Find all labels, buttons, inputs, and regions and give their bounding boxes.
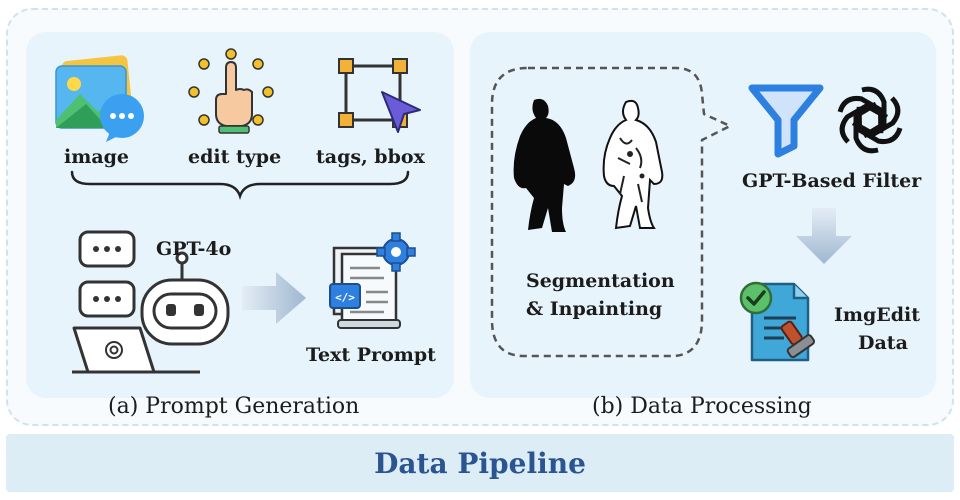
footer-title: Data Pipeline [374,446,586,480]
model-label: GPT-4o [156,238,232,260]
gpt-robot-icon [72,230,230,374]
input-label-image: image [64,146,130,168]
footer-banner: Data Pipeline [6,434,954,492]
inpainting-image [602,99,664,230]
image-icon [55,55,144,142]
segmentation-label-line2: & Inpainting [526,298,663,320]
output-label-imgedit: ImgEdit [834,304,921,326]
input-label-tags-bbox: tags, bbox [316,146,425,168]
output-label-data: Data [858,332,908,354]
data-processing-panel [470,32,936,398]
text-prompt-icon: </> [329,232,416,329]
openai-logo-icon [832,86,908,158]
flow-arrow-right [242,272,306,324]
caption-prompt-generation: (a) Prompt Generation [108,394,360,419]
segmentation-label-line1: Segmentation [526,270,675,292]
grouping-brace [70,170,410,200]
flow-arrow-down [796,208,852,264]
filter-label: GPT-Based Filter [742,170,922,192]
output-label-text-prompt: Text Prompt [306,344,436,366]
bbox-icon [338,58,421,133]
edit-type-icon [188,48,274,134]
filter-funnel-icon [748,84,824,158]
segmentation-mask-image [513,98,576,232]
input-label-edit-type: edit type [188,146,282,168]
certified-data-icon [739,281,816,362]
svg-text:</>: </> [335,291,355,304]
caption-data-processing: (b) Data Processing [592,394,812,419]
